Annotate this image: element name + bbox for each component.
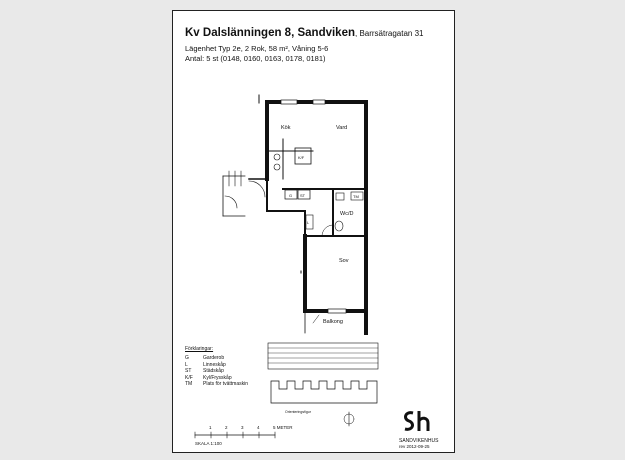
toilet (334, 220, 344, 232)
linen-box (305, 214, 314, 230)
label-g: G (289, 193, 292, 198)
label-st: ST (300, 193, 306, 198)
legend-heading: Förklaringar: (185, 346, 214, 352)
balcony-door (327, 308, 347, 314)
scale-tick-4: 4 (257, 425, 260, 430)
logo-name: SANDVIKENHUS (399, 438, 439, 444)
apartment-count: Antal: 5 st (0148, 0160, 0163, 0178, 018… (185, 54, 326, 63)
room-sov: Sov (339, 258, 349, 264)
washer-spot (350, 191, 364, 201)
apartment-type: Lägenhet Typ 2e, 2 Rok, 58 m², Våning 5-… (185, 44, 329, 53)
scale-tick-2: 2 (225, 425, 228, 430)
title-address: , Barrsätragatan 31 (355, 29, 424, 38)
stove-burner (273, 163, 281, 171)
room-wcd: Wc/D (340, 211, 353, 217)
room-balkong: Balkong (323, 319, 343, 325)
title-main: Kv Dalslänningen 8, Sandviken (185, 27, 355, 39)
orientation-figure (270, 380, 378, 404)
scale-tick-1: 1 (209, 425, 212, 430)
fridge-box (294, 147, 312, 165)
entrance-door-swing (248, 180, 266, 198)
stadskap-box (297, 189, 311, 200)
stove-burner (273, 153, 281, 161)
window (312, 99, 326, 105)
legend-table (267, 342, 379, 370)
plan-title: Kv Dalslänningen 8, Sandviken, Barrsätra… (185, 27, 423, 39)
sandvikenhus-logo-icon (404, 411, 430, 431)
floor-plan-sheet: Kv Dalslänningen 8, Sandviken, Barrsätra… (172, 10, 455, 453)
revision-date: rev 2012-09-25 (399, 444, 430, 449)
garderob-box (284, 189, 298, 200)
orientation-label: Orienteringsfigur (285, 410, 312, 414)
floor-plan-drawing: Kök Vard K/F G ST L Wc/D TM Sov Balkong … (194, 94, 379, 439)
scale-label: SKALA 1:100 (195, 441, 222, 446)
label-kf: K/F (298, 155, 305, 160)
label-l: L (307, 220, 310, 225)
window (280, 99, 298, 105)
sink (335, 192, 345, 201)
room-vard: Vard (336, 125, 347, 131)
room-kok: Kök (281, 125, 291, 131)
bathroom-door-swing (321, 224, 334, 237)
scale-tick-5: 5 METER (273, 425, 293, 430)
scale-tick-3: 3 (241, 425, 244, 430)
label-tm: TM (353, 194, 359, 199)
